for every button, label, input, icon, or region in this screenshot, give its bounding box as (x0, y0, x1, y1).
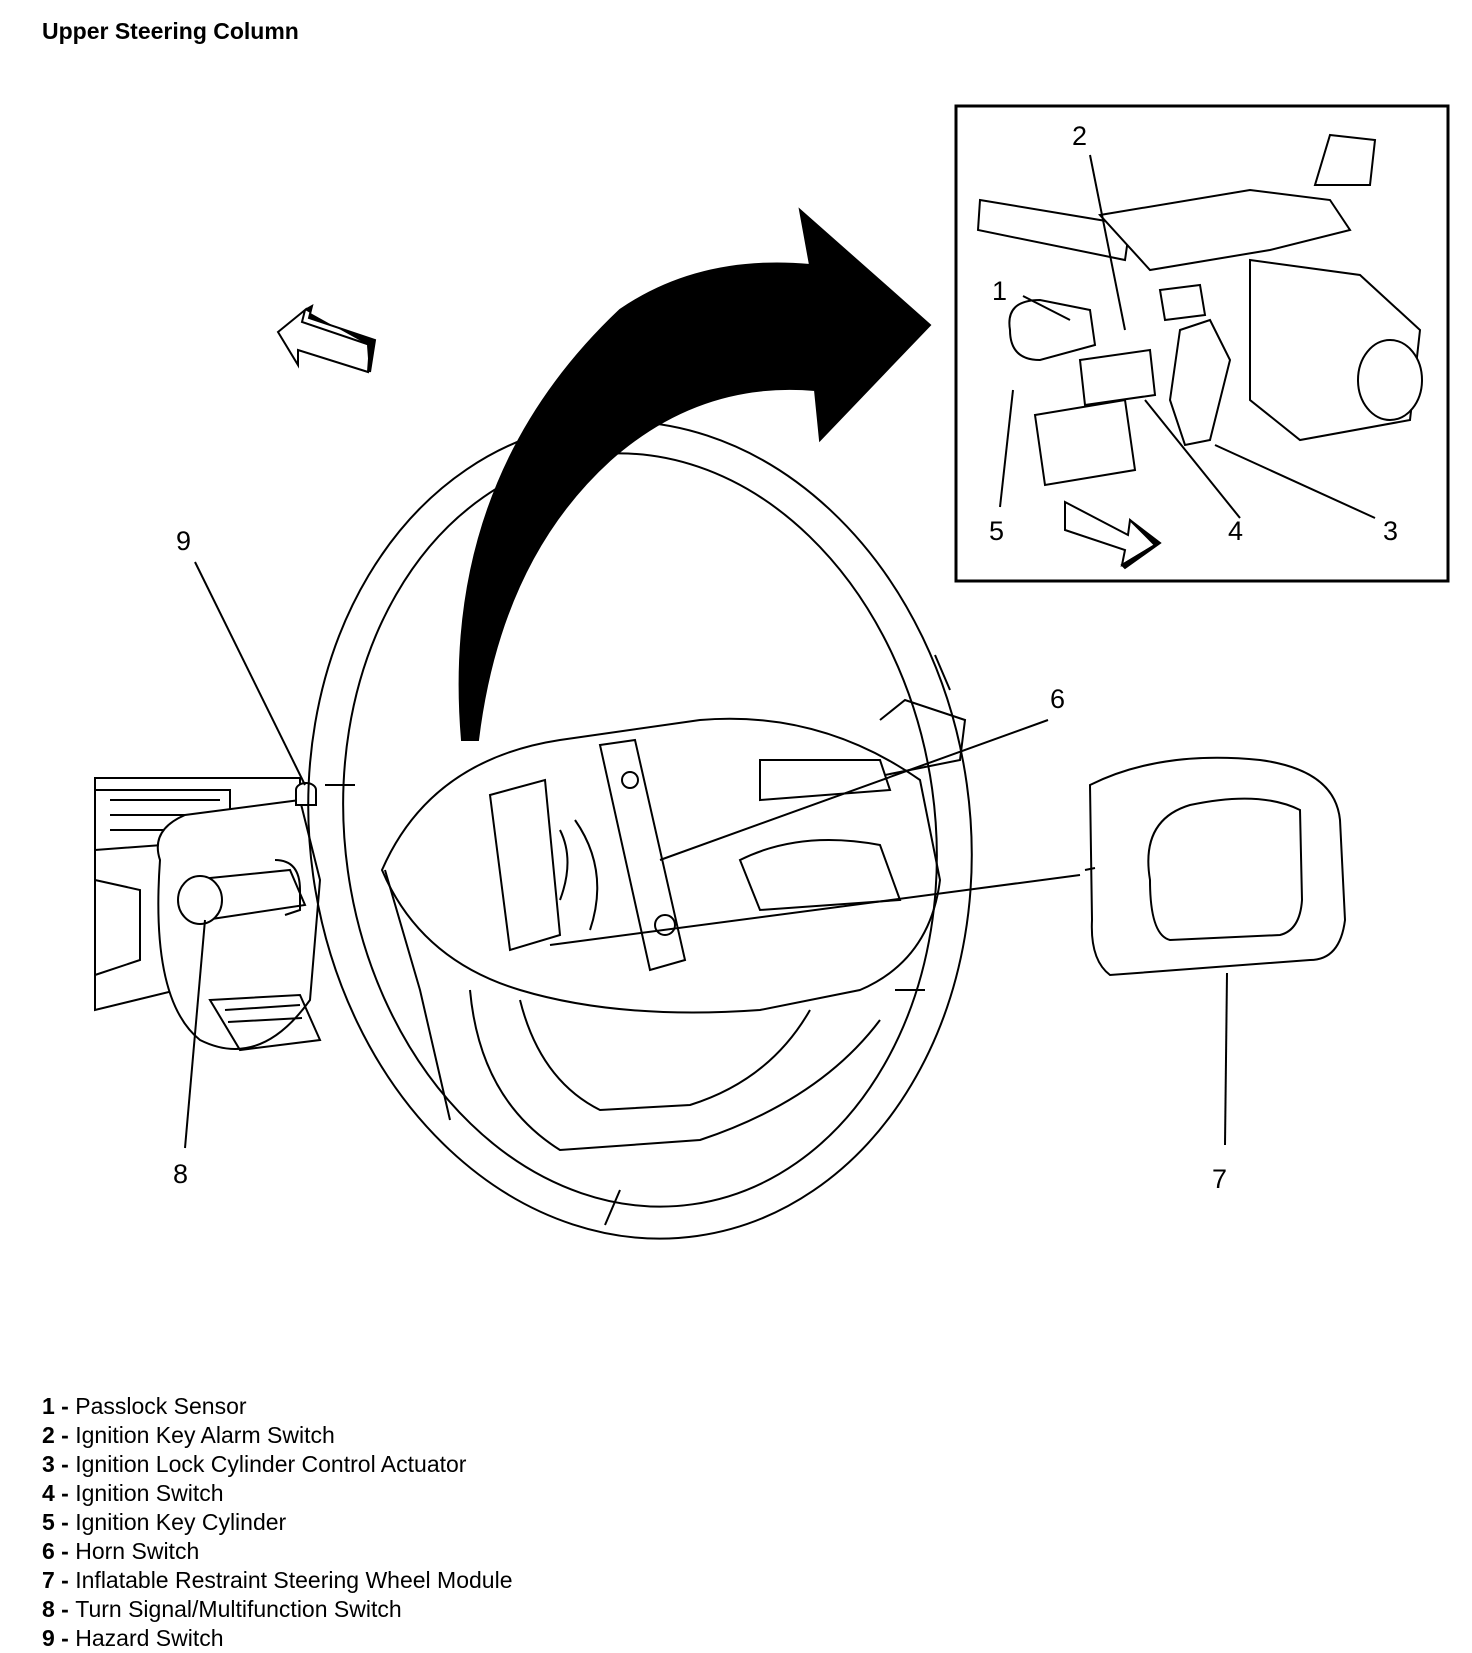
leader-line-9 (194, 561, 306, 786)
callout-6: 6 (1050, 684, 1065, 714)
direction-arrow-icon (276, 303, 377, 374)
diagram-title: Upper Steering Column (42, 18, 299, 44)
legend-number: 8 (42, 1596, 55, 1622)
legend-text: Ignition Key Alarm Switch (75, 1422, 335, 1448)
legend-item: 1 - Passlock Sensor (42, 1392, 513, 1421)
legend-item: 3 - Ignition Lock Cylinder Control Actua… (42, 1450, 513, 1479)
hazard-switch (295, 782, 317, 806)
inset-column-detail (976, 133, 1423, 487)
legend-number: 6 (42, 1538, 55, 1564)
legend-item: 5 - Ignition Key Cylinder (42, 1508, 513, 1537)
legend-number: 5 (42, 1509, 55, 1535)
legend-number: 2 (42, 1422, 55, 1448)
callout-5: 5 (989, 516, 1004, 546)
callout-7: 7 (1212, 1164, 1227, 1194)
leader-line-2 (1089, 154, 1126, 331)
legend-separator: - (54, 1393, 76, 1419)
legend-number: 7 (42, 1567, 55, 1593)
steering-wheel-hub (488, 738, 902, 972)
callout-8: 8 (173, 1159, 188, 1189)
legend-text: Turn Signal/Multifunction Switch (75, 1596, 402, 1622)
leader-line-4 (1144, 399, 1241, 519)
leader-line-7 (1224, 972, 1228, 1146)
legend-text: Ignition Switch (75, 1480, 224, 1506)
leader-line-5 (999, 389, 1014, 508)
legend-item: 7 - Inflatable Restraint Steering Wheel … (42, 1566, 513, 1595)
leader-lines (184, 154, 1376, 1149)
leader-line-8 (184, 919, 206, 1149)
legend-text: Passlock Sensor (75, 1393, 247, 1419)
callout-2: 2 (1072, 121, 1087, 151)
legend-item: 6 - Horn Switch (42, 1537, 513, 1566)
legend-number: 9 (42, 1625, 55, 1651)
legend-separator: - (54, 1567, 76, 1593)
legend-number: 4 (42, 1480, 55, 1506)
callout-1: 1 (992, 276, 1007, 306)
callout-3: 3 (1383, 516, 1398, 546)
legend-text: Ignition Lock Cylinder Control Actuator (75, 1451, 467, 1477)
leader-line-airbag (549, 874, 1081, 946)
legend-text: Inflatable Restraint Steering Wheel Modu… (75, 1567, 513, 1593)
leader-line-6 (659, 719, 1049, 861)
legend-item: 9 - Hazard Switch (42, 1624, 513, 1653)
callout-4: 4 (1228, 516, 1243, 546)
legend-number: 1 (42, 1393, 55, 1419)
callout-9: 9 (176, 526, 191, 556)
legend-separator: - (54, 1451, 76, 1477)
legend-number: 3 (42, 1451, 55, 1477)
legend-separator: - (54, 1596, 76, 1622)
legend-item: 8 - Turn Signal/Multifunction Switch (42, 1595, 513, 1624)
legend-item: 4 - Ignition Switch (42, 1479, 513, 1508)
legend-text: Hazard Switch (75, 1625, 224, 1651)
legend-separator: - (54, 1422, 76, 1448)
legend-item: 2 - Ignition Key Alarm Switch (42, 1421, 513, 1450)
legend-separator: - (54, 1625, 76, 1651)
turn-signal-switch (177, 859, 307, 925)
leader-line-3 (1214, 444, 1376, 519)
legend-text: Horn Switch (75, 1538, 200, 1564)
parts-legend: 1 - Passlock Sensor 2 - Ignition Key Ala… (42, 1392, 513, 1653)
legend-text: Ignition Key Cylinder (75, 1509, 287, 1535)
view-transition-arrow (458, 207, 932, 741)
leader-line-1 (1022, 295, 1071, 321)
legend-separator: - (54, 1509, 76, 1535)
inset-direction-arrow-icon (1064, 500, 1162, 570)
legend-separator: - (54, 1538, 76, 1564)
airbag-module (1084, 756, 1347, 977)
legend-separator: - (54, 1480, 76, 1506)
